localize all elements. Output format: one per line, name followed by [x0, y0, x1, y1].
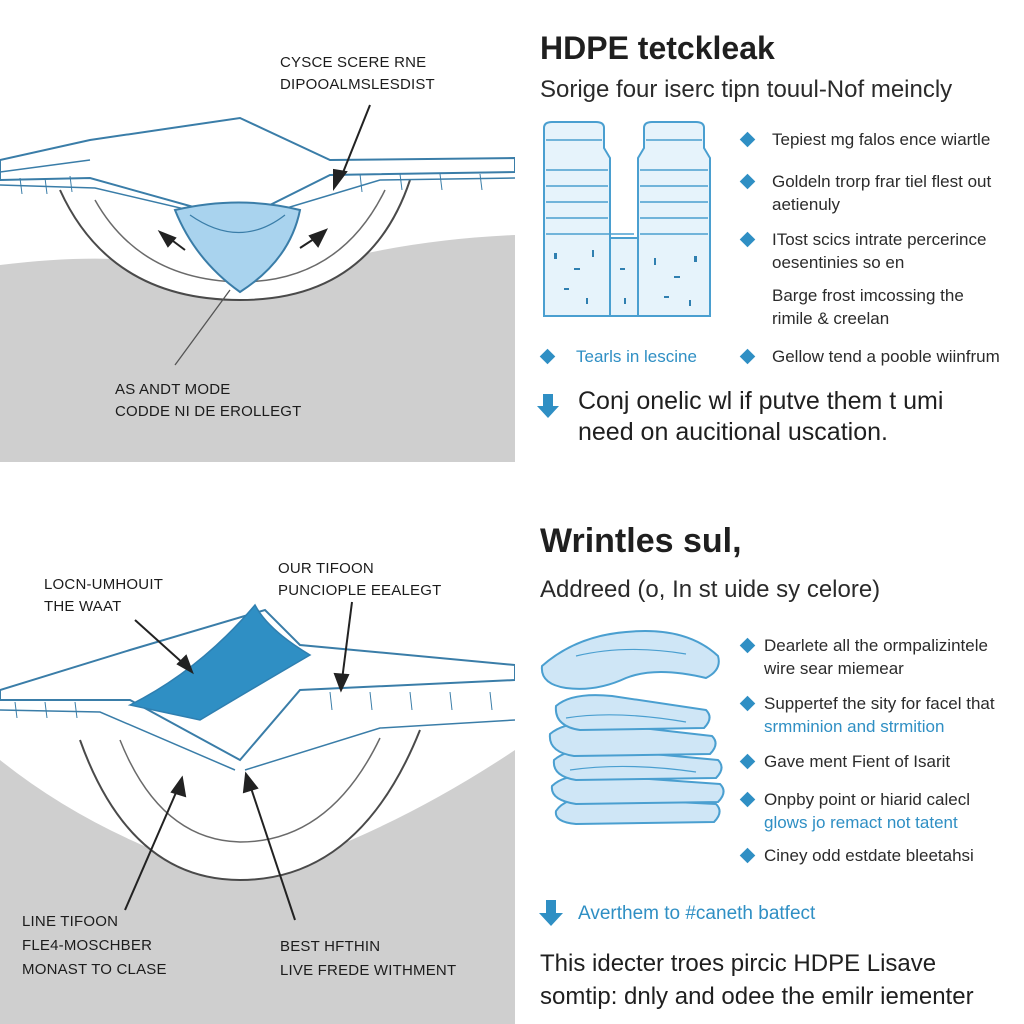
callout-line: LINE TIFOON — [22, 913, 119, 930]
callout-line: LIVE FREDE WITHMENT — [280, 962, 457, 979]
bullet-line: rimile & creelan — [772, 309, 890, 328]
wrinkle-diagram — [0, 601, 515, 1024]
bottom-callout-bottom-left: LINE TIFOON FLE4-MOSCHBER MONAST TO CLAS… — [22, 910, 167, 982]
top-bullet-1: Tepiest mg falos ence wiartle — [772, 128, 990, 151]
callout-line: MONAST TO CLASE — [22, 961, 167, 978]
bullet-line: Goldeln trorp frar tiel flest out — [772, 172, 992, 191]
callout-line: DIPOOALMSLESDIST — [280, 76, 435, 93]
bottom-cross-section-illustration: LOCN-UMHOUIT THE WAAT OUR TIFOON PUNCIOP… — [0, 480, 515, 1024]
diamond-bullet-icon — [739, 847, 756, 864]
callout-line: PUNCIOPLE EEALEGT — [278, 582, 442, 599]
callout-line: CYSCE SCERE RNE — [280, 54, 427, 71]
down-arrow-icon — [537, 394, 559, 418]
bottom-section: LOCN-UMHOUIT THE WAAT OUR TIFOON PUNCIOP… — [0, 480, 1024, 1024]
top-bottom-bullet-1: Tearls in lescine — [576, 347, 697, 366]
bullet-line: Tepiest mg falos ence wiartle — [772, 130, 991, 149]
top-note: Conj onelic wl if putve them t umi need … — [578, 386, 943, 448]
note-line: Conj onelic wl if putve them t umi — [578, 387, 944, 415]
bottom-callout-bottom-center: BEST HFTHIN LIVE FREDE WITHMENT — [280, 935, 456, 983]
liner-fold-diagram — [0, 104, 515, 462]
ground-shape — [0, 750, 515, 1024]
top-bullet-4: Barge frost imcossing the rimile & creel… — [772, 284, 964, 330]
diamond-bullet-icon — [739, 173, 756, 190]
note-line: This idecter troes pircic HDPE Lisave — [540, 950, 937, 977]
bottom-title: Wrintles sul, — [540, 522, 742, 560]
top-info-panel: HDPE tetckleak Sorige four iserc tipn to… — [530, 0, 1024, 470]
bottom-bullet-1: Dearlete all the ormpalizintele wire sea… — [764, 634, 988, 680]
top-cross-section-illustration: CYSCE SCERE RNE DIPOOALMSLESDIST AS ANDT… — [0, 0, 515, 462]
bullet-line: oesentinies so en — [772, 253, 905, 272]
down-arrow-icon — [539, 900, 563, 926]
bullet-line: ITost scics intrate percerince — [772, 230, 987, 249]
bullet-line: Barge frost imcossing the — [772, 286, 964, 305]
bottom-callout-top-center: OUR TIFOON PUNCIOPLE EEALEGT — [278, 558, 441, 602]
top-bullet-3: ITost scics intrate percerince oesentini… — [772, 228, 986, 274]
diamond-bullet-icon — [739, 231, 756, 248]
callout-line: BEST HFTHIN — [280, 938, 381, 955]
bottom-note: This idecter troes pircic HDPE Lisave so… — [540, 947, 974, 1013]
top-title: HDPE tetckleak — [540, 30, 775, 66]
diamond-bullet-icon — [739, 637, 756, 654]
bullet-line: aetienuly — [772, 195, 841, 214]
bottom-bullet-4: Onpby point or hiarid calecl glows jo re… — [764, 788, 970, 834]
callout-line: CODDE NI DE EROLLEGT — [115, 403, 302, 420]
bottom-bullet-2: Suppertef the sity for facel that srmmin… — [764, 692, 995, 738]
stacked-sheets-illustration — [540, 630, 725, 825]
bullet-line: Suppertef the sity for facel that — [764, 694, 995, 713]
diamond-bullet-icon — [739, 695, 756, 712]
diamond-bullet-icon — [739, 791, 756, 808]
callout-line: THE WAAT — [44, 598, 122, 615]
bullet-line: Gave ment Fient of Isarit — [764, 752, 951, 771]
bullet-line: srmminion and strmition — [764, 717, 945, 736]
container-illustration — [543, 121, 711, 317]
top-callout-bottom-left: AS ANDT MODE CODDE NI DE EROLLEGT — [115, 379, 302, 423]
top-bottom-bullet-2: Gellow tend a pooble wiinfrum — [772, 347, 1000, 366]
bullet-line: Onpby point or hiarid calecl — [764, 790, 971, 809]
bullet-line: glows jo remact not tatent — [764, 813, 958, 832]
diamond-bullet-icon — [739, 753, 756, 770]
top-bullet-2: Goldeln trorp frar tiel flest out aetien… — [772, 170, 991, 216]
bottom-info-panel: Wrintles sul, Addreed (o, In st uide sy … — [530, 480, 1024, 1024]
top-subtitle: Sorige four iserc tipn touul-Nof meincly — [540, 76, 953, 103]
bullet-line: Dearlete all the ormpalizintele — [764, 636, 988, 655]
diamond-bullet-icon — [739, 348, 756, 365]
bullet-line: wire sear miemear — [764, 659, 904, 678]
callout-line: AS ANDT MODE — [115, 381, 231, 398]
bottom-link-text: Averthem to #caneth batfect — [578, 903, 816, 924]
bottom-callout-left: LOCN-UMHOUIT THE WAAT — [44, 574, 163, 618]
diamond-bullet-icon — [739, 131, 756, 148]
bottom-bullet-5: Ciney odd estdate bleetahsi — [764, 844, 974, 867]
note-line: somtip: dnly and odee the emilr iementer — [540, 983, 974, 1010]
bottom-subtitle: Addreed (o, In st uide sy celore) — [540, 576, 881, 603]
top-callout-top-right: CYSCE SCERE RNE DIPOOALMSLESDIST — [280, 52, 435, 96]
bottom-bullet-3: Gave ment Fient of Isarit — [764, 750, 950, 773]
callout-line: LOCN-UMHOUIT — [44, 576, 164, 593]
callout-line: FLE4-MOSCHBER — [22, 937, 153, 954]
callout-line: OUR TIFOON — [278, 560, 374, 577]
note-line: need on aucitional uscation. — [578, 418, 888, 446]
bullet-line: Ciney odd estdate bleetahsi — [764, 846, 974, 865]
ground-shape — [0, 235, 515, 462]
diamond-bullet-icon — [539, 348, 556, 365]
top-section: CYSCE SCERE RNE DIPOOALMSLESDIST AS ANDT… — [0, 0, 1024, 470]
